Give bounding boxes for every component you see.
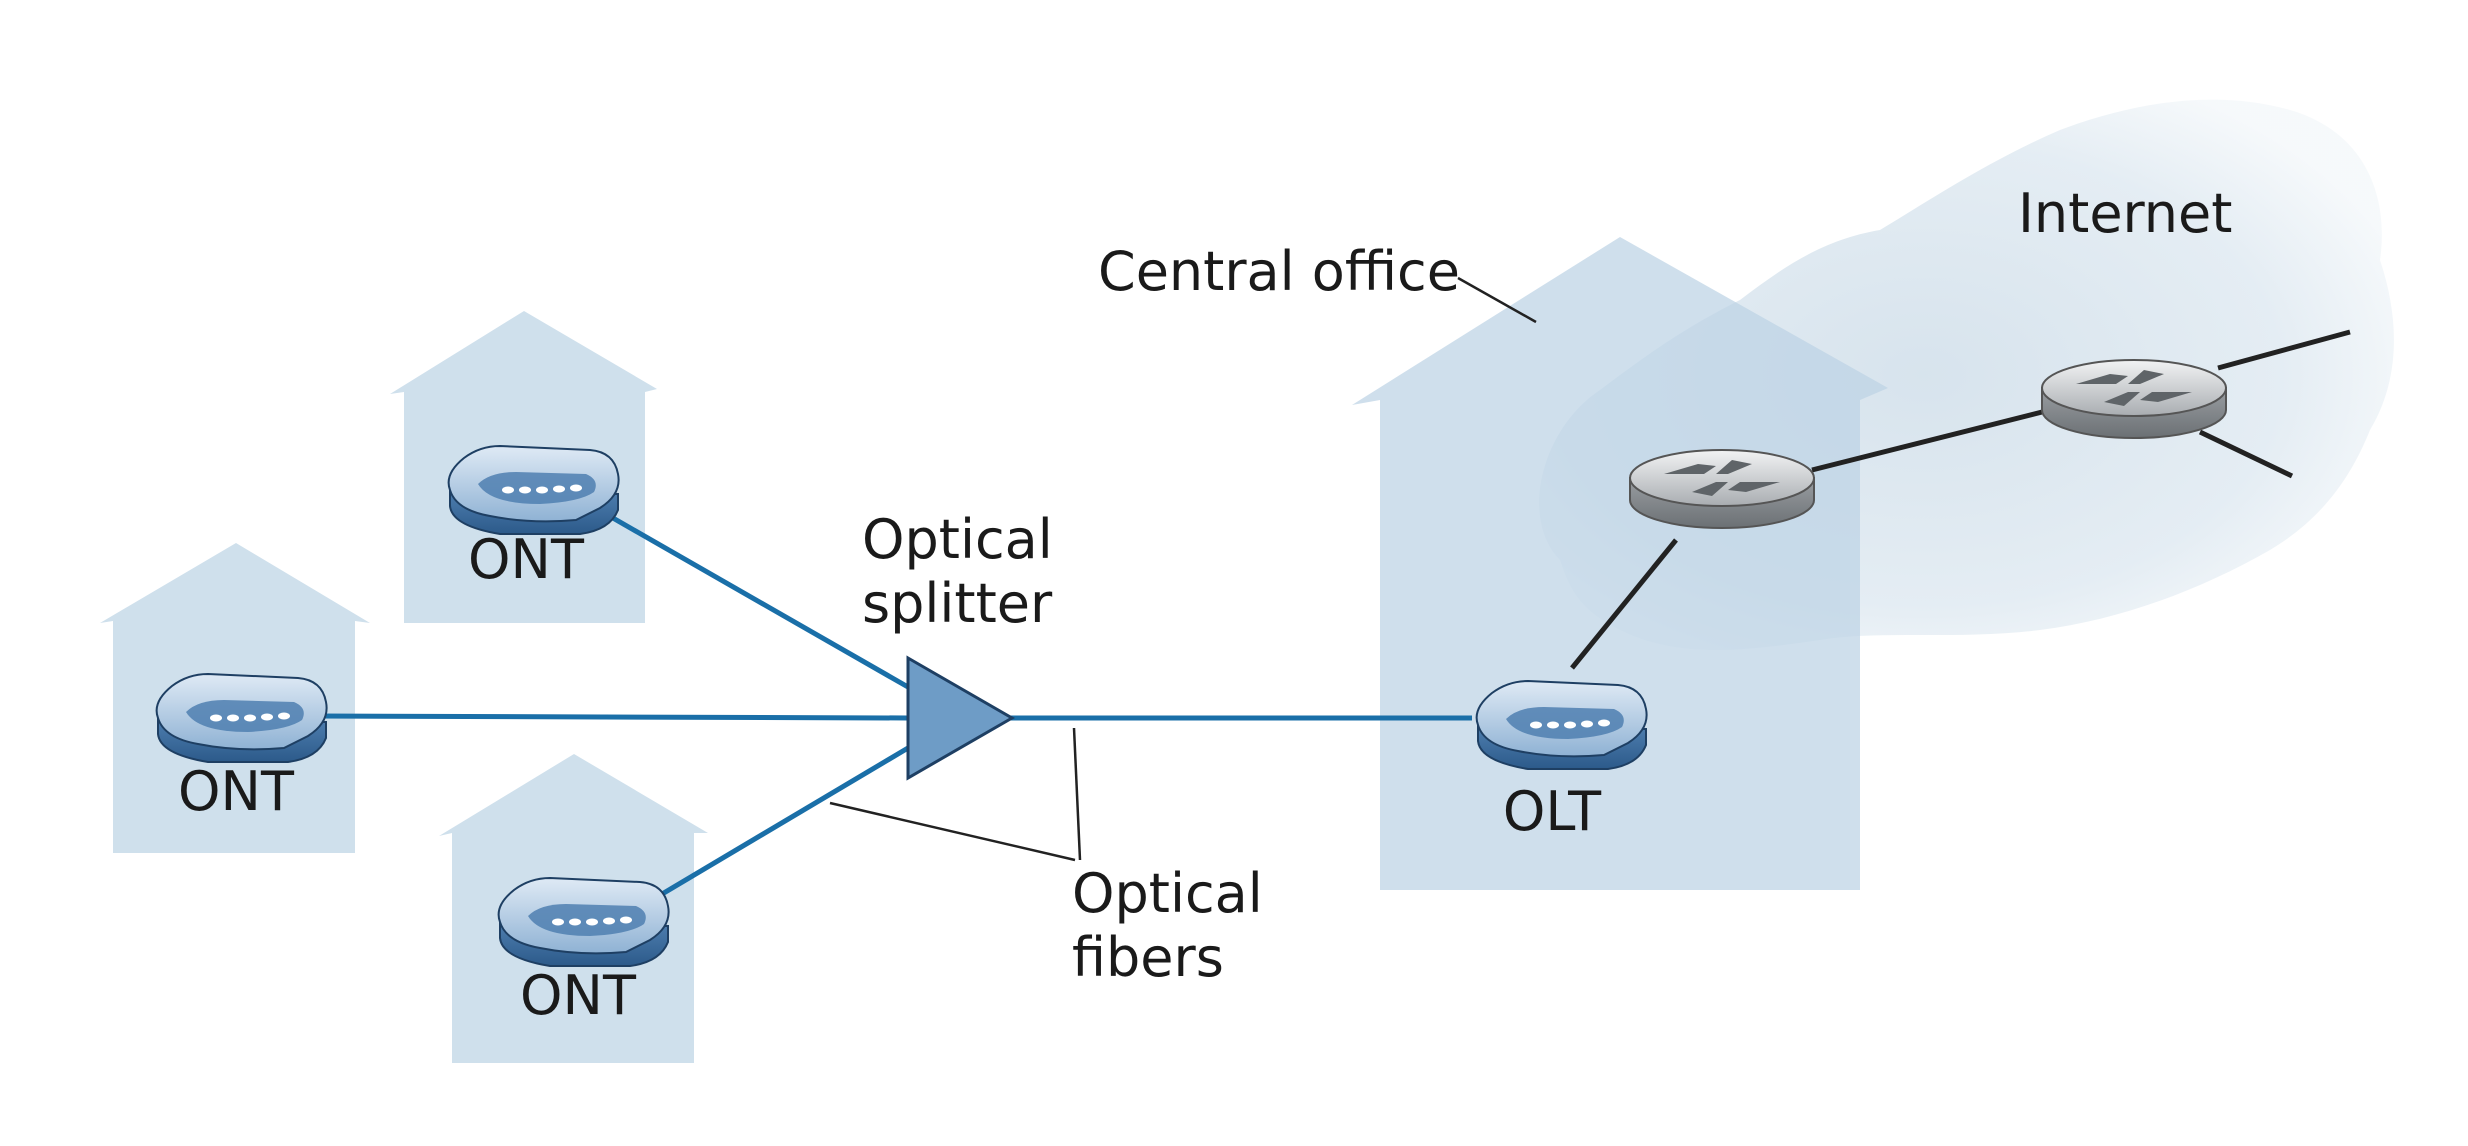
ont-left-label: ONT	[178, 760, 295, 823]
link-router-router	[1811, 407, 2051, 473]
optical-fibers-label-line1: Optical	[1072, 862, 1263, 925]
ont-top-modem-icon	[447, 445, 620, 535]
callout-lines	[829, 276, 1537, 862]
central-office-leader	[1457, 276, 1537, 324]
internet-label: Internet	[2018, 182, 2232, 245]
optical-fibers-label-line2: fibers	[1072, 926, 1224, 989]
fiber-left	[317, 713, 909, 721]
fibers-leader-1	[829, 801, 1076, 862]
fiber-top	[590, 503, 910, 690]
central-office-router-icon	[1629, 449, 1815, 529]
link-internet-out-2	[2198, 429, 2294, 479]
ont-top-label: ONT	[468, 528, 585, 591]
link-internet-out-1	[2217, 329, 2351, 371]
olt-modem-icon	[1475, 680, 1648, 770]
link-olt-router	[1570, 538, 1678, 670]
optical-fibers	[317, 503, 1472, 903]
optical-splitter-label-line1: Optical	[862, 508, 1053, 571]
internet-router-icon	[2041, 359, 2227, 439]
ont-left-modem-icon	[155, 673, 328, 763]
optical-splitter-label-line2: splitter	[862, 572, 1053, 635]
network-links	[1570, 329, 2351, 670]
ont-bottom-label: ONT	[520, 964, 637, 1027]
ont-bottom-modem-icon	[497, 877, 670, 967]
olt-label: OLT	[1503, 780, 1602, 843]
fibers-leader-2	[1072, 727, 1082, 861]
optical-splitter-icon	[906, 655, 1016, 781]
central-office-label: Central office	[1098, 240, 1460, 303]
fiber-bottom	[650, 745, 910, 903]
